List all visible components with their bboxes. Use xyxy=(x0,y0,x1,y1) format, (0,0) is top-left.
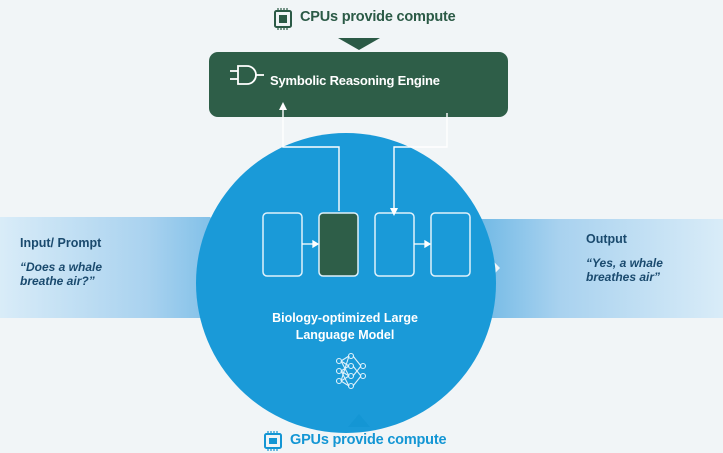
input-title: Input/ Prompt xyxy=(20,236,102,250)
cpu-chip-icon xyxy=(274,8,292,30)
output-text: “Yes, a whale breathes air” xyxy=(586,256,663,284)
connector-arrowhead-down xyxy=(390,208,398,216)
neural-network-icon xyxy=(335,352,367,390)
layer-block-4 xyxy=(430,212,471,277)
reasoning-engine-box xyxy=(209,52,508,117)
block-arrows xyxy=(302,239,432,249)
output-title: Output xyxy=(586,232,627,246)
cpu-compute-label: CPUs provide compute xyxy=(300,9,456,25)
gpu-chip-icon xyxy=(264,431,282,451)
llm-circle xyxy=(196,133,496,433)
cpu-pointer-triangle xyxy=(338,38,380,50)
engine-connectors xyxy=(282,108,448,211)
llm-title: Biology-optimized Large Language Model xyxy=(272,311,418,342)
gpu-pointer-triangle xyxy=(348,414,370,427)
reasoning-engine-title: Symbolic Reasoning Engine xyxy=(270,73,440,88)
output-arrow xyxy=(452,219,723,318)
logic-gate-icon xyxy=(230,65,264,85)
input-prompt-text: “Does a whale breathe air?” xyxy=(20,260,103,288)
gpu-compute-label: GPUs provide compute xyxy=(290,432,447,448)
layer-block-2-highlight xyxy=(318,212,359,277)
connector-arrowhead-up xyxy=(279,102,287,110)
